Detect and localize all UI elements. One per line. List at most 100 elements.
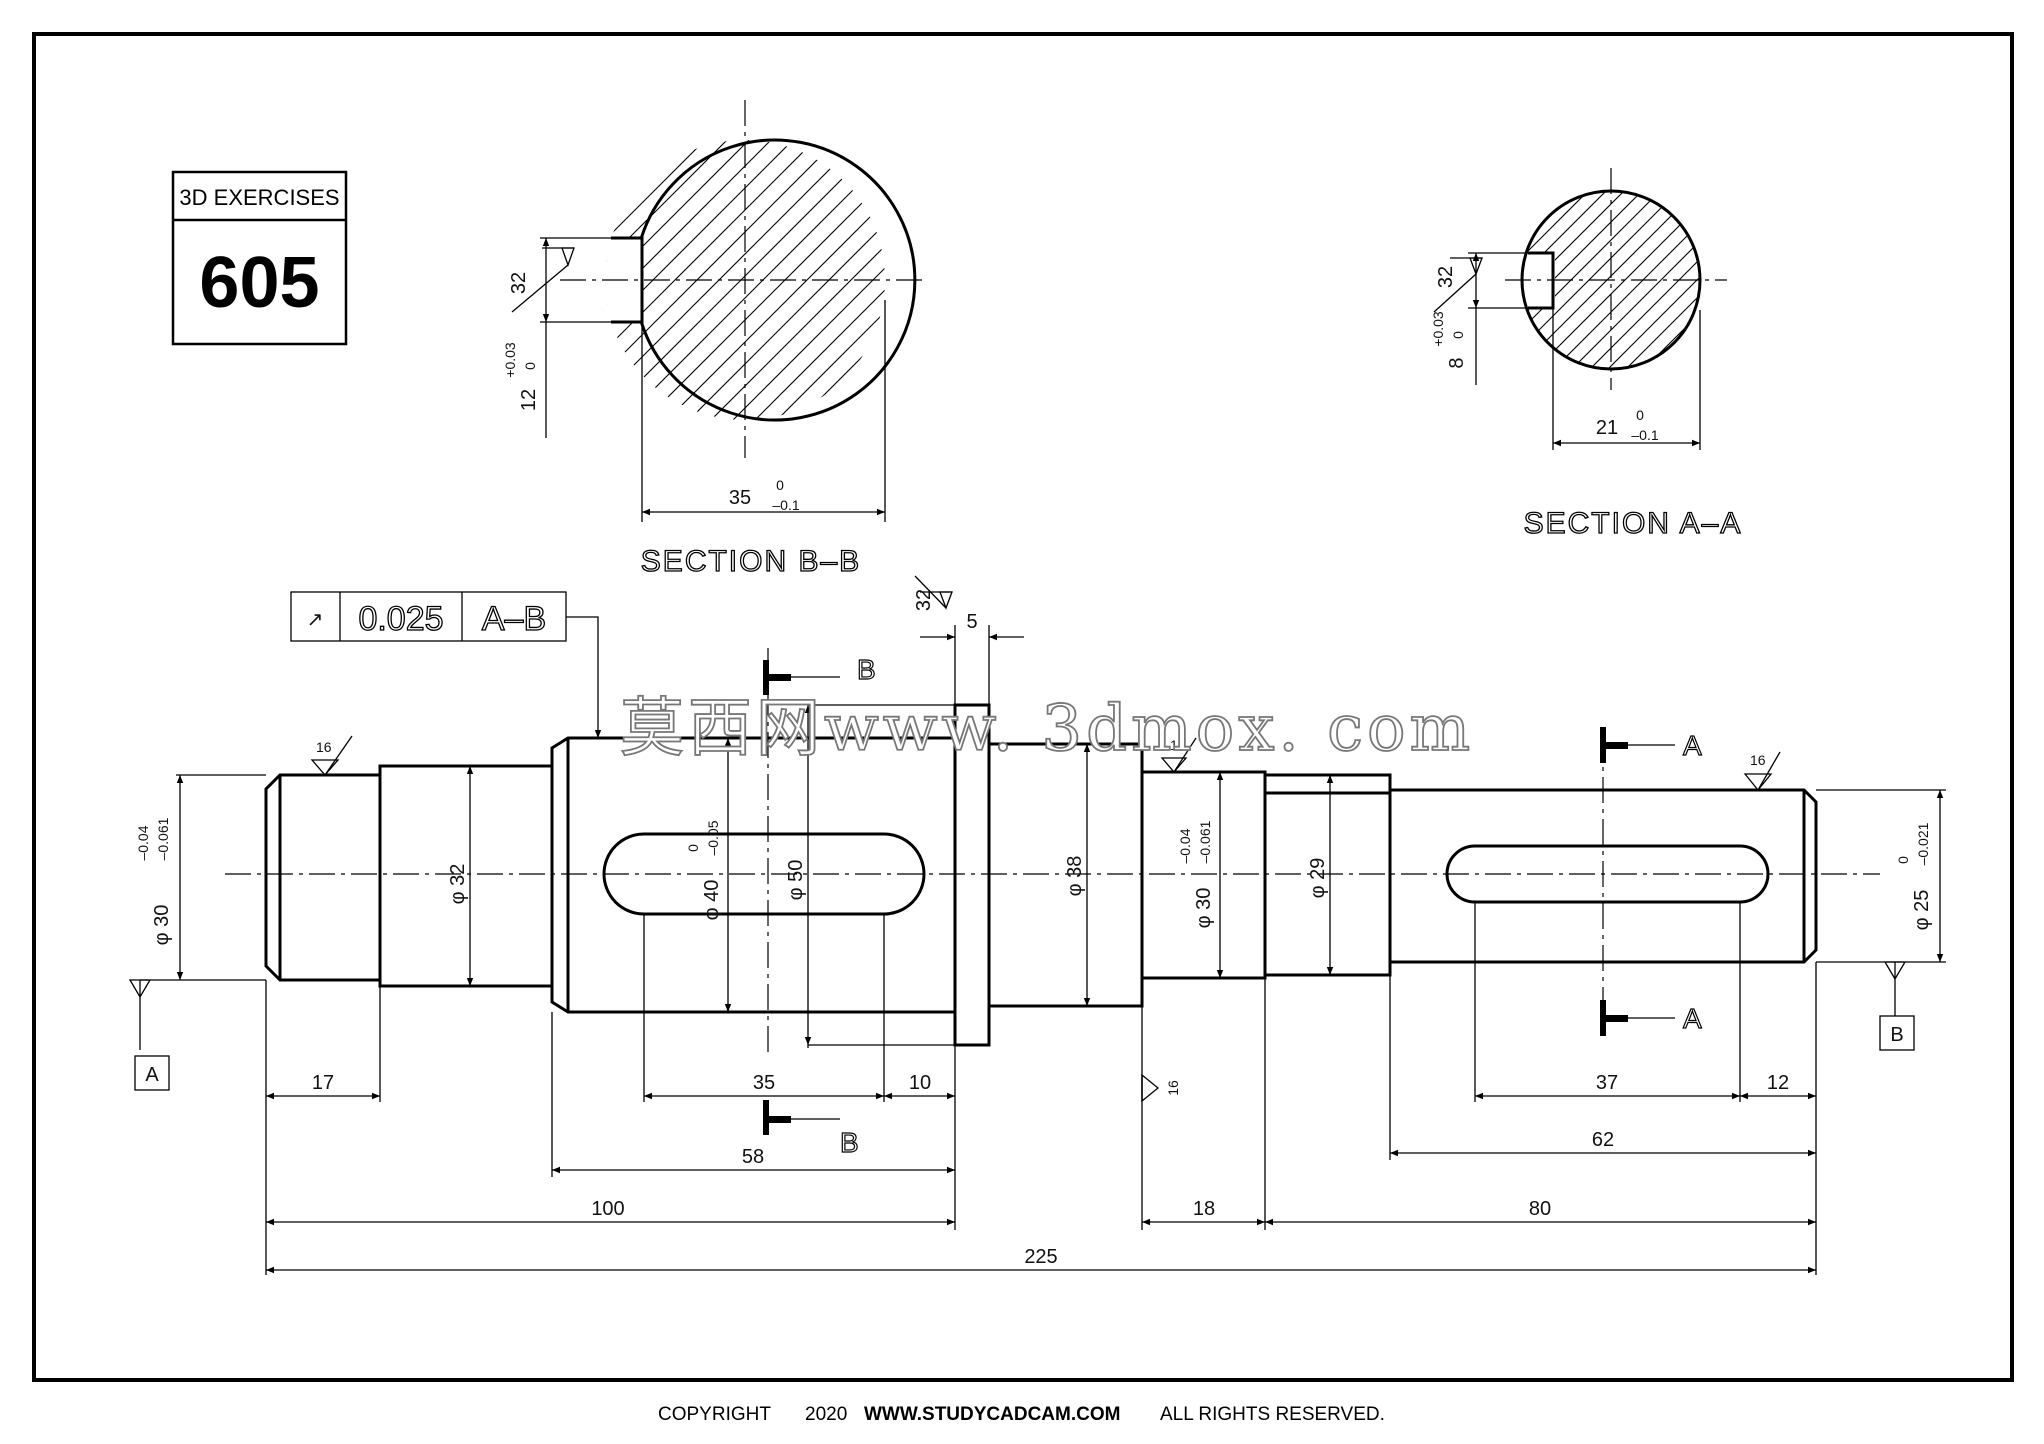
dim-l10: 10: [909, 1072, 931, 1094]
dim-d32: φ 32: [447, 864, 469, 905]
dim-d30-right: φ 30: [1193, 888, 1215, 929]
svg-text:16: 16: [1170, 737, 1186, 753]
hatch-line: [793, 140, 885, 420]
drawing-frame: [32, 32, 2014, 1382]
badge-label: 3D EXERCISES: [179, 185, 339, 210]
dim-d40: φ 40: [701, 880, 723, 921]
section-b-width: 35: [729, 487, 751, 509]
fcf-datum: A–B: [482, 600, 546, 638]
datum-b-label: B: [1890, 1024, 1903, 1046]
section-a-key-tol-upper: +0.03: [1430, 311, 1446, 347]
dim-l18: 18: [1193, 1198, 1215, 1220]
exercise-badge: 3D EXERCISES 605: [171, 170, 348, 346]
section-b-key-depth: 12: [518, 389, 540, 411]
hatch-line: [881, 140, 885, 420]
section-cut-a-top: A: [1683, 730, 1702, 761]
roughness-32-collar: 32: [913, 575, 953, 611]
section-a-title: SECTION A–A: [1524, 507, 1743, 540]
hatch-line: [661, 140, 885, 420]
footer-copyright: COPYRIGHT: [658, 1404, 771, 1425]
hatch-line: [1622, 191, 1700, 369]
hatch-line: [1522, 191, 1592, 369]
dim-d38: φ 38: [1064, 856, 1086, 897]
roughness-16-left: 16: [310, 735, 353, 776]
datum-b: B: [1879, 961, 1915, 1051]
dim-d25-tol-lower: –0.021: [1915, 822, 1931, 865]
shaft-main-view: φ 30 –0.04 –0.061 φ 32 φ 40 0 –0.05 φ 50…: [128, 575, 1946, 1275]
hatch-line: [605, 140, 733, 420]
dim-d40-tol-upper: 0: [685, 844, 701, 852]
section-a-width-tol-upper: 0: [1636, 407, 1644, 423]
hatch-line: [837, 140, 885, 420]
hatch-line: [1568, 191, 1700, 369]
roughness-16-right: 16: [1743, 751, 1781, 792]
section-b-title: SECTION B–B: [641, 545, 861, 578]
section-a-roughness: 32: [1435, 266, 1457, 288]
section-cut-b-top: B: [857, 654, 876, 685]
section-a-width: 21: [1596, 417, 1618, 439]
hatch-line: [1676, 191, 1700, 369]
section-b-width-tol-lower: –0.1: [772, 497, 799, 513]
section-b-key-tol-lower: 0: [522, 362, 538, 370]
hatch-line: [310, 135, 600, 425]
hatch-line: [705, 140, 885, 420]
svg-text:16: 16: [1750, 752, 1766, 768]
section-cut-b-bottom: B: [840, 1127, 859, 1158]
watermark: 莫西网www. 3dmox. com: [620, 692, 1474, 766]
dim-l100: 100: [591, 1198, 624, 1220]
dim-l37: 37: [1596, 1072, 1618, 1094]
hatch-line: [605, 140, 711, 420]
dim-l12: 12: [1767, 1072, 1789, 1094]
datum-a: A: [128, 979, 170, 1091]
dim-d25-tol-upper: 0: [1895, 856, 1911, 864]
hatch-line: [1522, 191, 1610, 369]
section-b-key-tol-upper: +0.03: [502, 342, 518, 378]
section-b-roughness: 32: [508, 272, 530, 294]
dim-d30-right-tol-upper: –0.04: [1177, 828, 1193, 863]
hatch-line: [1640, 191, 1700, 369]
section-b-view: 35 0 –0.1 12 +0.03 0 32 SECTION B–B: [310, 100, 925, 579]
dim-d29: φ 29: [1307, 858, 1329, 899]
section-cut-a: A A: [1600, 727, 1703, 1036]
svg-text:16: 16: [316, 739, 332, 755]
section-a-key-depth: 8: [1446, 357, 1468, 368]
hatch-line: [605, 140, 645, 420]
footer-rights: ALL RIGHTS RESERVED.: [1160, 1404, 1385, 1425]
roughness-16-lower: 16: [1141, 1073, 1181, 1103]
footer: COPYRIGHT 2020 WWW.STUDYCADCAM.COM ALL R…: [658, 1404, 1385, 1425]
hatch-line: [749, 140, 885, 420]
dim-d30-left-tol-upper: –0.04: [135, 825, 151, 860]
dim-l62: 62: [1592, 1129, 1614, 1151]
datum-a-label: A: [145, 1064, 159, 1086]
footer-site: WWW.STUDYCADCAM.COM: [864, 1404, 1120, 1425]
dim-l58: 58: [742, 1146, 764, 1168]
section-a-width-tol-lower: –0.1: [1631, 427, 1658, 443]
svg-text:16: 16: [1165, 1080, 1181, 1096]
feature-control-frame: ↗ 0.025 A–B: [290, 591, 602, 738]
dim-l225: 225: [1024, 1246, 1057, 1268]
section-a-key-tol-lower: 0: [1450, 331, 1466, 339]
footer-year: 2020: [805, 1404, 847, 1425]
fcf-tolerance: 0.025: [358, 600, 443, 638]
dim-d50: φ 50: [785, 860, 807, 901]
section-b-width-tol-upper: 0: [776, 477, 784, 493]
badge-number: 605: [199, 243, 319, 323]
dim-l5: 5: [966, 611, 977, 633]
dim-l80: 80: [1529, 1198, 1551, 1220]
dim-d40-tol-lower: –0.05: [705, 820, 721, 855]
hatch-line: [771, 140, 885, 420]
dim-d30-left-tol-lower: –0.061: [155, 817, 171, 860]
hatch-line: [1335, 188, 1519, 372]
svg-text:32: 32: [913, 589, 935, 611]
dim-l17: 17: [312, 1072, 334, 1094]
section-cut-b: B B: [763, 653, 876, 1159]
fcf-symbol: ↗: [307, 609, 324, 631]
roughness-16-middle: 16: [1160, 737, 1197, 773]
dim-l35: 35: [753, 1072, 775, 1094]
dim-d30-left: φ 30: [151, 905, 173, 946]
dim-d25: φ 25: [1911, 890, 1933, 931]
dim-d30-right-tol-lower: –0.061: [1197, 820, 1213, 863]
section-cut-a-bottom: A: [1683, 1003, 1702, 1034]
hatch-line: [605, 140, 821, 420]
